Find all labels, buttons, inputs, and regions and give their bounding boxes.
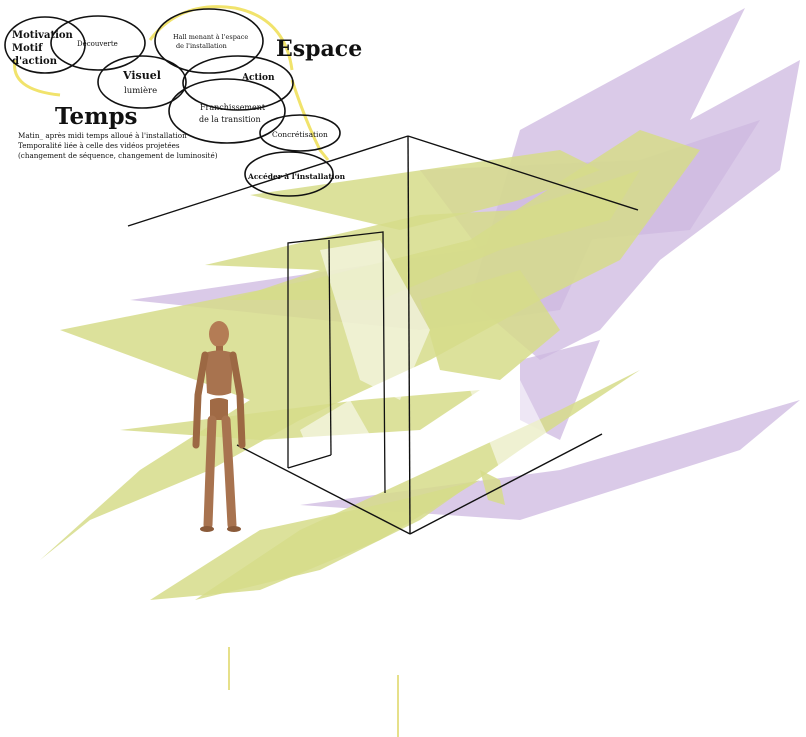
espace-title: Espace [276,36,362,62]
franchissement-line-2: de la transition [199,115,261,124]
action-label: Action [241,73,275,83]
temps-note-1: Matin_ après midi temps alloué à l'insta… [18,131,348,141]
motivation-line-2: Motif [12,43,43,54]
motivation-line-1: Motivation [12,30,74,41]
motivation-line-3: d'action [12,56,58,67]
temps-note-2: Temporalité liée à celle des vidéos proj… [18,141,348,151]
acceder-label: Accéder à l'installation [247,172,346,181]
temps-notes: Matin_ après midi temps alloué à l'insta… [18,131,348,161]
decouverte-label: Découverte [77,40,118,48]
temps-title: Temps [55,103,137,130]
node-hall-ellipse [155,9,263,73]
franchissement-line-1: Franchissement [200,103,266,112]
hall-line-2: de l'installation [176,42,227,50]
temps-note-3: (changement de séquence, changement de l… [18,151,348,161]
light-streaks [229,647,398,737]
lumiere-label: lumière [124,85,157,96]
visuel-label: Visuel [122,69,161,82]
hall-line-1: Hall menant à l'espace [173,32,248,41]
